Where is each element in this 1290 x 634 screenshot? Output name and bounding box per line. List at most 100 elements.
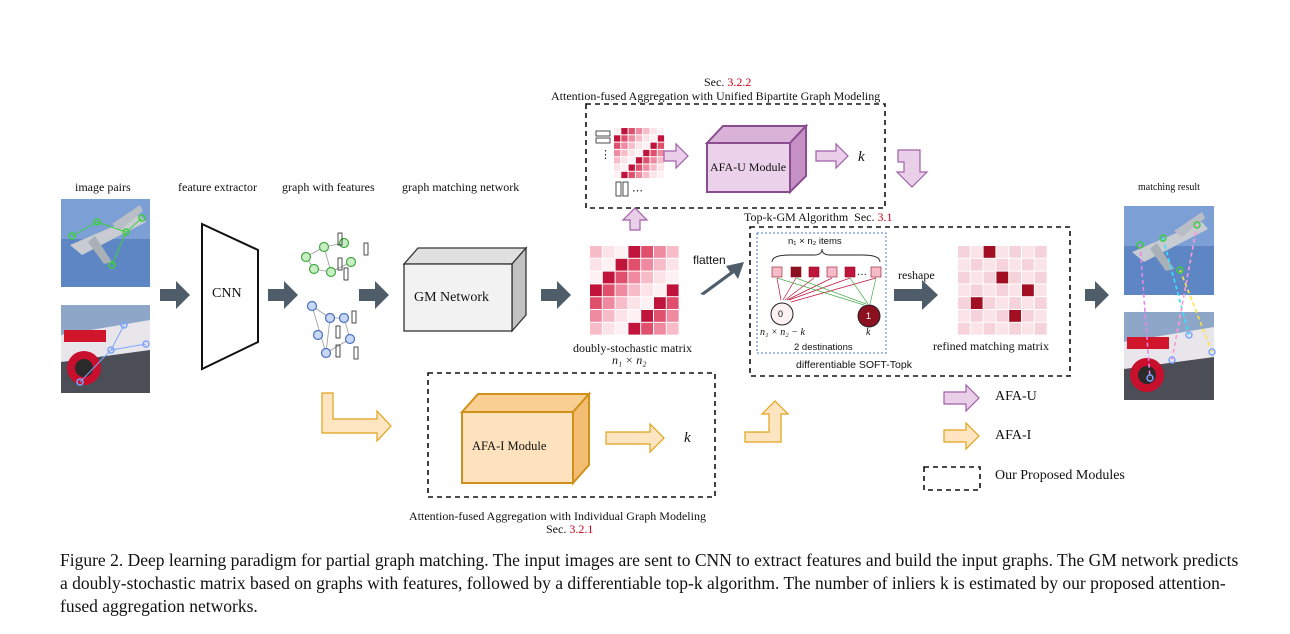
afa-i-section-ref: Sec. 3.2.1 (546, 522, 594, 536)
matrix-cell (641, 284, 653, 297)
arrow-afa-i-to-k (605, 422, 665, 454)
matrix-cell (983, 284, 996, 297)
matrix-cell (1022, 322, 1034, 335)
matrix-cell (641, 297, 653, 309)
destination-node-0 (770, 302, 794, 326)
matrix-cell (628, 128, 635, 135)
matrix-cell (615, 284, 628, 297)
afa-u-dashed-box (585, 103, 886, 209)
refined-matching-matrix (958, 246, 1047, 335)
matrix-cell (621, 157, 628, 164)
matrix-cell (614, 128, 621, 135)
afa-u-section-title: Attention-fused Aggregation with Unified… (551, 89, 881, 103)
flatten-label: flatten (693, 253, 726, 267)
matrix-cell (602, 310, 615, 322)
matrix-cell (1034, 271, 1047, 284)
matrix-cell (958, 297, 970, 309)
matrix-cell (970, 284, 983, 297)
matrix-cell (650, 128, 657, 135)
matrix-cell (996, 258, 1009, 271)
arrow-reshape (894, 280, 938, 310)
matrix-cell (657, 135, 665, 142)
soft-topk-label: differentiable SOFT-Topk (796, 359, 912, 371)
matrix-cell (602, 271, 615, 284)
topk-title: Top-k-GM Algorithm Sec. 3.1 (744, 210, 893, 224)
svg-text:⋯: ⋯ (632, 185, 643, 197)
matrix-cell (643, 164, 650, 171)
legend-afa-u-arrow (943, 383, 980, 413)
arrow-image-to-cnn (160, 281, 190, 309)
matrix-cell (654, 246, 666, 258)
matrix-cell (628, 149, 635, 157)
matrix-cell (983, 322, 996, 335)
matrix-cell (643, 142, 650, 149)
topk-transport-lines (776, 277, 877, 306)
topk-item (844, 266, 856, 278)
matrix-cell (614, 142, 621, 149)
matrix-cell (958, 284, 970, 297)
matrix-cell (657, 142, 665, 149)
cnn-trapezoid (201, 222, 259, 371)
matrix-cell (602, 322, 615, 335)
matching-result-top-image (1124, 206, 1214, 295)
matrix-cell (1022, 310, 1034, 322)
matrix-cell (654, 258, 666, 271)
legend-afa-u-label: AFA-U (995, 389, 1037, 404)
pipeline-arrows (160, 262, 1109, 310)
matrix-cell (666, 297, 679, 309)
topk-items-ellipsis: … (857, 267, 867, 278)
afa-u-section-ref: Sec. 3.2.2 (704, 75, 752, 89)
matrix-cell (657, 128, 665, 135)
matrix-cell (1009, 246, 1021, 258)
matrix-cell (654, 322, 666, 335)
refined-matrix-label: refined matching matrix (933, 339, 1049, 353)
matrix-cell (628, 135, 635, 142)
matrix-cell (666, 271, 679, 284)
matrix-cell (983, 258, 996, 271)
matrix-cell (654, 271, 666, 284)
matrix-cell (1022, 258, 1034, 271)
legend-dashed-box (923, 466, 981, 491)
matrix-cell (650, 164, 657, 171)
node-0-label: 0 (778, 309, 784, 319)
arrow-gm-to-matrix (541, 281, 571, 309)
matrix-cell (635, 135, 643, 142)
matrix-cell (650, 142, 657, 149)
airplane-image-top (61, 199, 150, 287)
matching-keypoints (1136, 221, 1216, 382)
topk-item (826, 266, 838, 278)
stage-label-feature-extractor: feature extractor (178, 180, 257, 194)
matrix-cell (996, 284, 1009, 297)
matrix-cell (657, 171, 665, 179)
matrix-cell (958, 310, 970, 322)
doubly-stochastic-matrix (590, 246, 679, 335)
dsm-dims: n₁ × n₂ (612, 353, 647, 367)
matrix-cell (614, 149, 621, 157)
matrix-cell (590, 284, 602, 297)
matrix-cell (1022, 284, 1034, 297)
matrix-cell (654, 310, 666, 322)
matrix-cell (1034, 310, 1047, 322)
items-brace (771, 248, 881, 263)
matrix-cell (590, 246, 602, 258)
afa-u-input-matrix (614, 128, 665, 179)
matrix-cell (996, 297, 1009, 309)
matrix-cell (635, 128, 643, 135)
matrix-cell (970, 297, 983, 309)
matrix-cell (615, 246, 628, 258)
matrix-cell (621, 164, 628, 171)
topk-items-label: n₁ × n₂ items (788, 236, 842, 247)
topk-item (771, 266, 783, 278)
matrix-cell (657, 149, 665, 157)
matrix-cell (621, 171, 628, 179)
afa-i-module-label: AFA-I Module (472, 439, 547, 453)
afa-i-k-output: k (684, 430, 691, 446)
matrix-cell (621, 128, 628, 135)
matrix-cell (996, 271, 1009, 284)
matrix-cell (628, 157, 635, 164)
topk-left-count: n₁ × n₂ − k (760, 327, 805, 338)
afa-i-dashed-box (427, 372, 716, 498)
matrix-cell (983, 297, 996, 309)
afa-u-cube (704, 123, 809, 195)
